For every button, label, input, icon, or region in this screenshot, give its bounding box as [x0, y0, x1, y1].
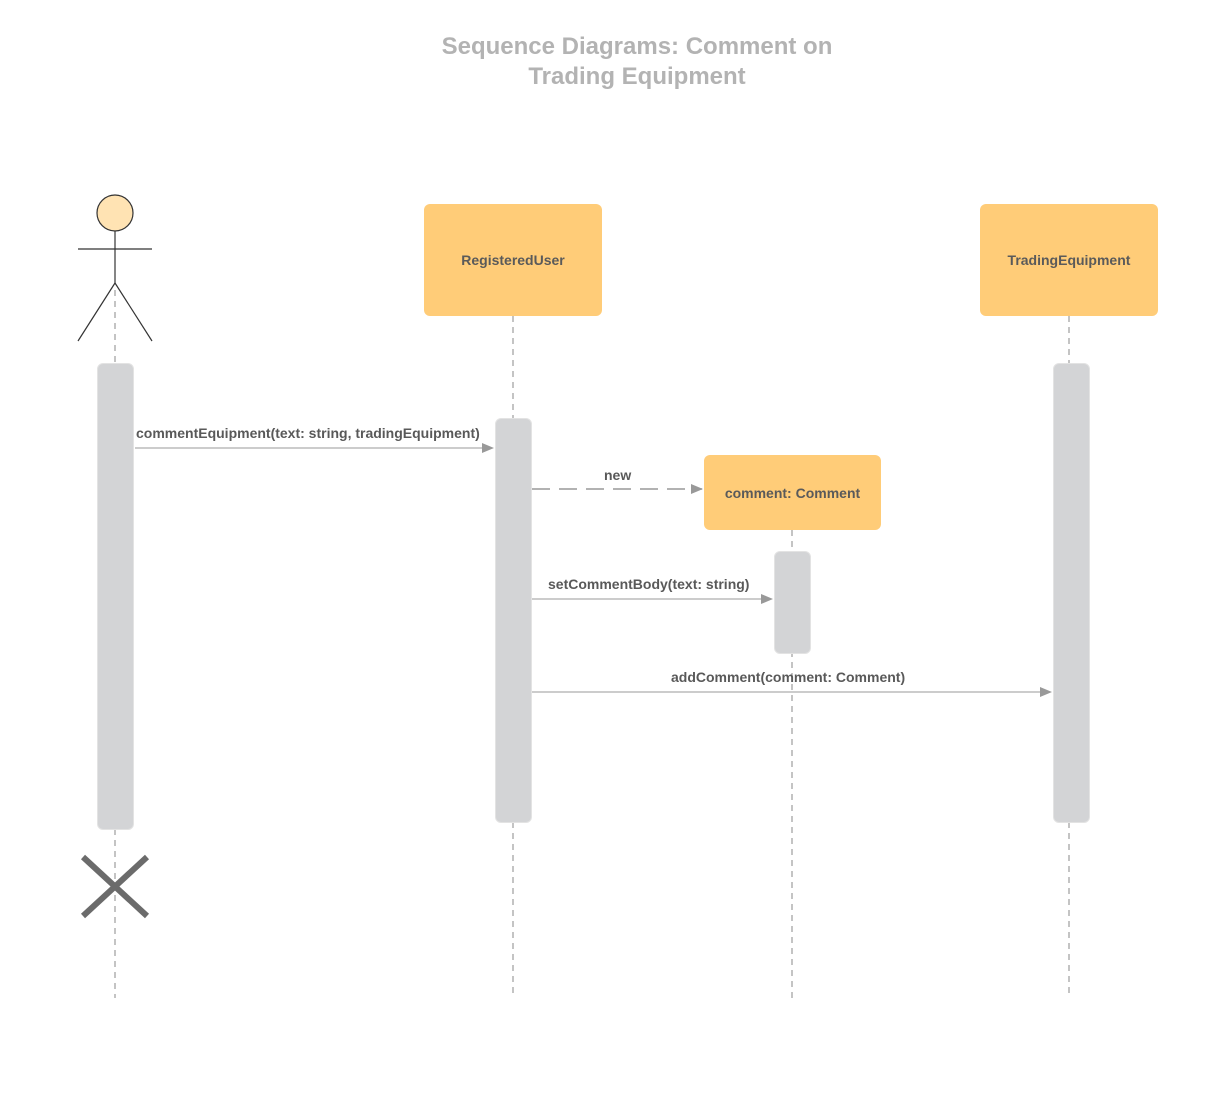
message-add-comment-label: addComment(comment: Comment) — [671, 669, 906, 685]
activation-registered-user — [495, 418, 532, 823]
participant-registered-user: RegisteredUser — [424, 204, 602, 316]
diagram-title-line-1: Sequence Diagrams: Comment on — [441, 33, 833, 60]
message-set-comment-body-label: setCommentBody(text: string) — [548, 576, 750, 592]
activation-comment — [774, 551, 811, 654]
participant-trading-equipment: TradingEquipment — [980, 204, 1158, 316]
participant-comment-label: comment: Comment — [724, 484, 861, 501]
diagram-title-line-2: Trading Equipment — [528, 63, 746, 90]
participant-comment: comment: Comment — [704, 455, 881, 530]
participant-registered-user-label: RegisteredUser — [461, 252, 565, 268]
message-comment-equipment-label: commentEquipment(text: string, tradingEq… — [136, 425, 480, 441]
stick-figure-icon — [77, 194, 153, 342]
activation-trading-equipment — [1053, 363, 1090, 823]
participant-trading-equipment-label: TradingEquipment — [1007, 252, 1131, 268]
destroy-x-icon — [80, 854, 150, 919]
diagram-title: Sequence Diagrams: Comment on Trading Eq… — [337, 32, 937, 92]
activation-actor — [97, 363, 134, 830]
message-new-label: new — [604, 467, 632, 483]
